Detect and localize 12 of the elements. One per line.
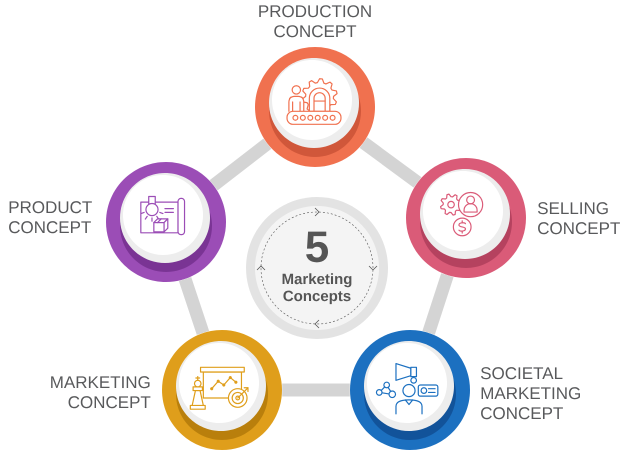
big-number: 5 <box>306 232 328 262</box>
connector-band <box>178 277 210 335</box>
concept-label: SOCIETAL MARKETING CONCEPT <box>480 367 580 420</box>
connector-band <box>422 273 454 335</box>
connector-band <box>360 137 422 188</box>
concept-label: SELLING CONCEPT <box>538 202 620 234</box>
connector-band <box>282 383 350 396</box>
hub-title: Marketing Concepts <box>282 273 352 304</box>
concept-label: MARKETING CONCEPT <box>51 376 150 408</box>
concept-label: PRODUCT CONCEPT <box>9 201 92 234</box>
connector-band <box>210 138 272 190</box>
concept-label: PRODUCTION CONCEPT <box>259 5 371 38</box>
